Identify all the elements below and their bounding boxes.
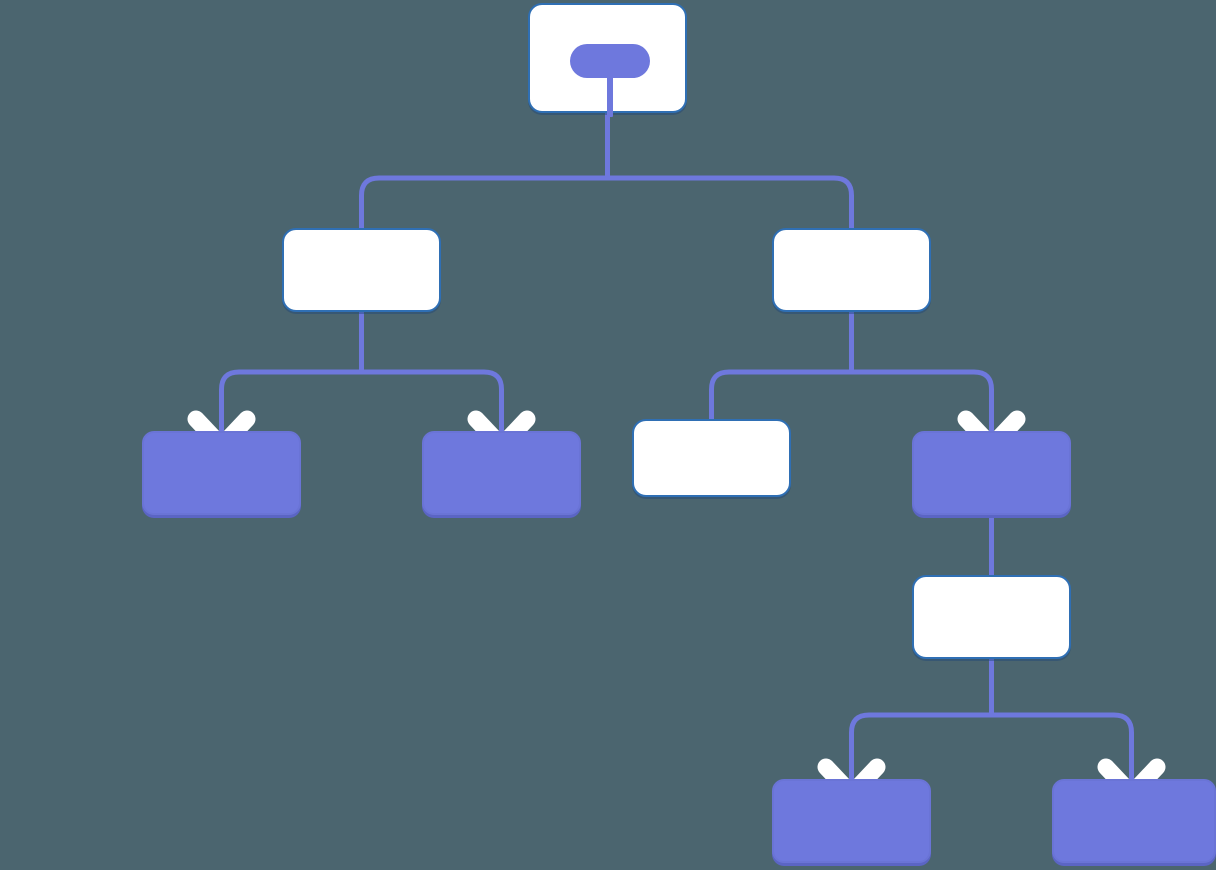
- node-l2-a[interactable]: [142, 431, 301, 515]
- node-l1-right[interactable]: [772, 228, 931, 312]
- root-pill-shape: [570, 44, 650, 78]
- node-l2-d[interactable]: [912, 431, 1071, 515]
- node-l2-b[interactable]: [422, 431, 581, 515]
- edge-l1-right-to-l2-c: [709, 369, 852, 422]
- node-l4-a[interactable]: [772, 779, 931, 863]
- node-l2-c[interactable]: [632, 419, 791, 497]
- node-l3[interactable]: [912, 575, 1071, 659]
- node-l4-b[interactable]: [1052, 779, 1216, 863]
- node-root[interactable]: [528, 3, 687, 117]
- root-stem: [607, 75, 613, 117]
- node-l1-left[interactable]: [282, 228, 441, 312]
